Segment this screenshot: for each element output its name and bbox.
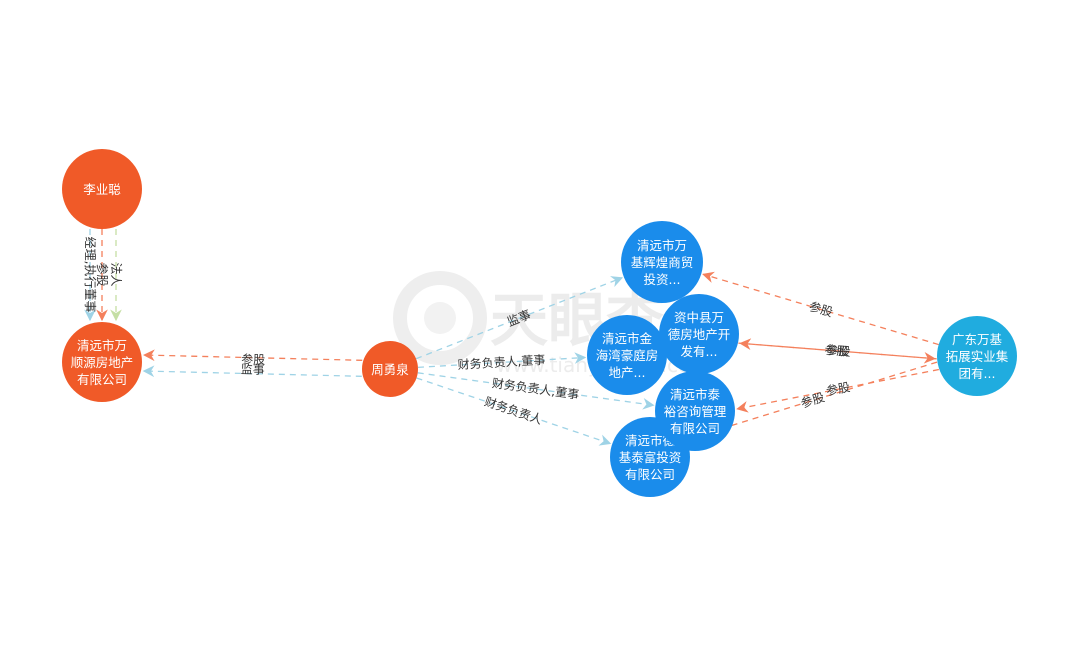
node-circle[interactable]: [62, 322, 142, 402]
node-label-line: 基泰富投资: [619, 450, 682, 465]
node-label-line: 裕咨询管理: [664, 404, 727, 419]
node-label-line: 清远市德: [625, 433, 676, 448]
edge-share[interactable]: [736, 368, 940, 413]
node-circle[interactable]: [587, 315, 667, 395]
edge-label: 参股: [824, 342, 849, 359]
node-label-line: 拓展实业集: [946, 349, 1009, 364]
node-label-line: 有限公司: [625, 467, 675, 482]
edge-role[interactable]: [416, 377, 612, 446]
edge-label: 参股: [799, 389, 826, 410]
node-group[interactable]: 广东万基拓展实业集团有...: [937, 316, 1017, 396]
node-company[interactable]: 清远市金海湾豪庭房地产...: [587, 315, 667, 395]
edge-share[interactable]: [143, 349, 363, 362]
edge-role[interactable]: [415, 276, 624, 360]
watermark-eye-icon: [393, 271, 487, 365]
nodes-layer: 李业聪清远市万顺源房地产有限公司周勇泉清远市万基辉煌商贸投资...清远市金海湾豪…: [62, 149, 1017, 497]
node-company[interactable]: 清远市万基辉煌商贸投资...: [621, 221, 703, 303]
node-circle[interactable]: [937, 316, 1017, 396]
node-circle[interactable]: [655, 371, 735, 451]
node-label-line: 德房地产开: [668, 327, 731, 342]
node-label-line: 资中县万: [674, 310, 724, 325]
edge-label: 财务负责人,董事: [491, 375, 580, 402]
node-circle[interactable]: [621, 221, 703, 303]
edge-label: 参股: [825, 379, 851, 398]
edge-labels-layer: 法人参股经理,执行董事监事参股监事财务负责人,董事财务负责人,董事财务负责人参股…: [83, 237, 851, 427]
node-label-line: 顺源房地产: [71, 355, 134, 370]
edge-role[interactable]: [417, 372, 655, 410]
node-person[interactable]: 周勇泉: [362, 341, 418, 397]
node-label-line: 周勇泉: [371, 362, 409, 377]
node-label-line: 清远市泰: [670, 387, 721, 402]
node-label-line: 有限公司: [670, 421, 720, 436]
node-circle[interactable]: [62, 149, 142, 229]
node-label-line: 海湾豪庭房: [596, 348, 659, 363]
node-label-line: 清远市万: [637, 238, 687, 253]
edge-label: 经理,执行董事: [83, 237, 97, 313]
node-label-line: 团有...: [959, 366, 996, 381]
node-label-line: 地产...: [609, 365, 646, 380]
edge-label: 财务负责人,董事: [457, 352, 546, 372]
node-label-line: 投资...: [644, 272, 681, 287]
edge-label: 参股: [807, 298, 834, 319]
edge-label: 参股: [95, 262, 110, 286]
watermark-pupil-icon: [424, 302, 456, 334]
node-circle[interactable]: [362, 341, 418, 397]
node-label-line: 有限公司: [77, 372, 127, 387]
node-label-line: 基辉煌商贸: [631, 255, 694, 270]
edges-layer: [84, 229, 940, 446]
node-label-line: 李业聪: [83, 182, 121, 197]
edge-label: 法人: [109, 262, 123, 286]
node-label-line: 发有...: [681, 344, 718, 359]
edge-role[interactable]: [417, 352, 587, 368]
edge-role[interactable]: [142, 365, 362, 378]
node-circle[interactable]: [659, 294, 739, 374]
node-label-line: 广东万基: [952, 332, 1003, 347]
node-company[interactable]: 资中县万德房地产开发有...: [659, 294, 739, 374]
edge-label: 参股: [241, 351, 265, 367]
node-label-line: 清远市金: [602, 331, 653, 346]
edge-label: 参股: [826, 342, 851, 359]
node-person[interactable]: 李业聪: [62, 149, 142, 229]
edge-share[interactable]: [702, 271, 939, 346]
node-label-line: 清远市万: [77, 338, 127, 353]
edge-label: 财务负责人: [483, 394, 545, 427]
edge-label: 监事: [241, 362, 265, 377]
